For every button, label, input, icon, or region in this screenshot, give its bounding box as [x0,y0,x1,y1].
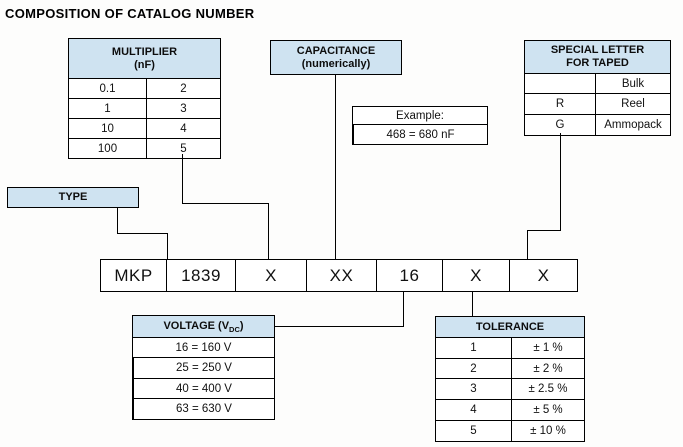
connector-multiplier-horizontal [182,203,269,204]
connector-voltage-vertical [403,292,404,327]
multiplier-value: 0.1 [99,82,116,95]
connector-special-letter-vertical-2 [527,230,528,259]
example-box: Example: 468 = 680 nF [352,106,488,145]
tolerance-value: ± 1 % [511,338,584,358]
special-letter-table: SPECIAL LETTER FOR TAPED Bulk R Reel G A… [524,40,671,136]
tolerance-value: ± 5 % [511,400,584,420]
table-row: 5 ± 10 % [436,420,584,441]
tolerance-code: 3 [470,383,477,395]
example-value: 468 = 680 nF [353,124,487,144]
multiplier-header-line1: MULTIPLIER [111,45,178,58]
catalog-segment-voltage: 16 [376,260,442,291]
special-letter-header-line2: FOR TAPED [566,57,629,69]
catalog-segment-tolerance: X [442,260,509,291]
multiplier-code: 4 [146,119,220,138]
connector-tolerance-vertical [472,292,473,316]
connector-type-vertical-2 [167,233,168,259]
connector-capacitance-vertical [335,75,336,259]
table-row: 2 ± 2 % [436,358,584,378]
multiplier-header-line2: (nF) [134,58,155,71]
multiplier-code: 3 [146,99,220,118]
tolerance-header-text: TOLERANCE [475,320,545,333]
multiplier-value: 100 [97,142,118,155]
connector-multiplier-vertical-1 [182,154,183,204]
special-letter-code: G [555,119,565,131]
voltage-row: 40 = 400 V [133,378,274,398]
tolerance-code: 1 [470,342,477,354]
table-row: R Reel [525,93,670,114]
table-row: 100 5 [69,138,220,158]
capacitance-box: CAPACITANCE (numerically) [270,40,402,75]
table-row: 4 ± 5 % [436,399,584,420]
capacitance-header-line1: CAPACITANCE [296,44,376,57]
special-letter-header: SPECIAL LETTER FOR TAPED [525,41,670,73]
voltage-header-text: VOLTAGE (V [163,320,230,332]
tolerance-header: TOLERANCE [436,317,584,337]
catalog-number-row: MKP 1839 X XX 16 X X [100,259,578,292]
tolerance-value: ± 2 % [511,359,584,378]
table-row: G Ammopack [525,114,670,135]
multiplier-code: 2 [146,79,220,98]
voltage-header-suffix: ) [239,320,244,332]
special-letter-code [525,74,595,93]
catalog-segment-capacitance: XX [306,260,376,291]
type-label: TYPE [58,191,88,203]
connector-special-letter-horizontal [527,230,561,231]
connector-voltage-horizontal [275,326,404,327]
multiplier-table: MULTIPLIER (nF) 0.1 2 1 3 10 4 100 5 [68,38,221,159]
page-title: COMPOSITION OF CATALOG NUMBER [5,6,255,21]
table-row: 10 4 [69,118,220,138]
special-letter-meaning: Reel [595,94,670,114]
tolerance-code: 4 [470,404,477,416]
catalog-segment-series: 1839 [166,260,235,291]
connector-special-letter-vertical-1 [560,133,561,231]
special-letter-header-line1: SPECIAL LETTER [550,44,645,56]
tolerance-table: TOLERANCE 1 ± 1 % 2 ± 2 % 3 ± 2.5 % 4 ± … [435,316,585,442]
catalog-segment-type: MKP [114,265,153,285]
connector-multiplier-vertical-2 [268,203,269,259]
connector-type-vertical-1 [117,207,118,234]
catalog-segment-special-letter: X [509,260,577,291]
special-letter-meaning: Ammopack [595,115,670,135]
tolerance-code: 2 [470,362,477,375]
voltage-row: 25 = 250 V [133,357,274,378]
type-box: TYPE [7,187,139,208]
multiplier-header: MULTIPLIER (nF) [69,39,220,78]
special-letter-meaning: Bulk [595,74,670,93]
tolerance-value: ± 10 % [511,421,584,441]
special-letter-code: R [555,98,565,110]
catalog-segment-multiplier: X [235,260,306,291]
multiplier-value: 1 [104,102,111,115]
multiplier-value: 10 [101,122,114,135]
capacitance-header-line2: (numerically) [301,57,371,70]
table-row: 1 ± 1 % [436,337,584,358]
example-label: Example: [396,109,444,122]
multiplier-code: 5 [146,139,220,158]
voltage-header-subscript: DC [229,325,240,334]
tolerance-code: 5 [470,425,477,437]
tolerance-value: ± 2.5 % [511,379,584,399]
table-row: Bulk [525,73,670,93]
table-row: 3 ± 2.5 % [436,378,584,399]
connector-type-horizontal [117,233,168,234]
table-row: 0.1 2 [69,78,220,98]
voltage-row: 63 = 630 V [133,398,274,419]
table-row: 1 3 [69,98,220,118]
voltage-row: 16 = 160 V [133,337,274,357]
